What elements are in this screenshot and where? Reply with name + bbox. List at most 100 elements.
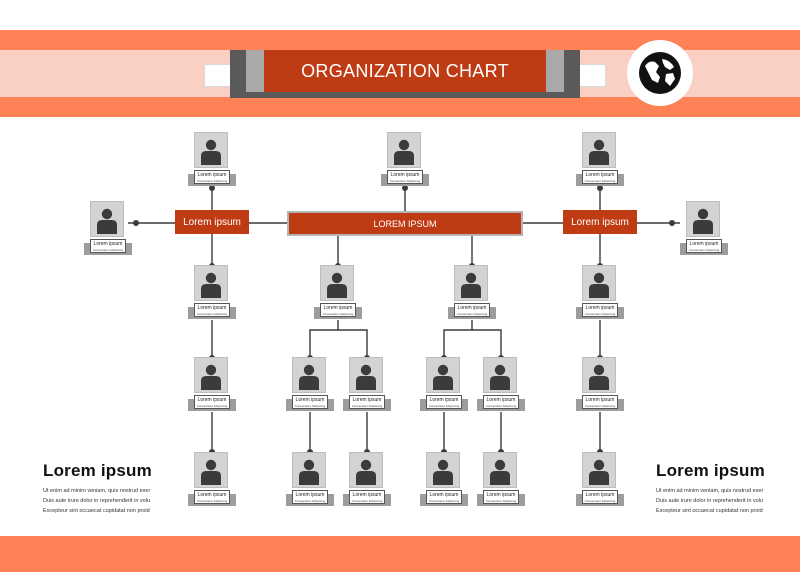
person-silhouette-icon [589, 272, 609, 298]
person-name: Lorem ipsum [352, 492, 382, 498]
person-silhouette-icon [201, 364, 221, 390]
person-name: Lorem ipsum [93, 241, 123, 247]
person-silhouette-icon [356, 459, 376, 485]
person-silhouette-icon [394, 139, 414, 165]
person-label: Lorem ipsum Consectetur Adipiscing [686, 239, 722, 253]
person-label: Lorem ipsum Consectetur Adipiscing [426, 490, 462, 504]
person-name: Lorem ipsum [295, 397, 325, 403]
person-silhouette-icon [589, 459, 609, 485]
person-name: Lorem ipsum [429, 492, 459, 498]
person-silhouette-icon [356, 364, 376, 390]
person-role: Consectetur Adipiscing [584, 179, 616, 183]
person-card: Lorem ipsum Consectetur Adipiscing [420, 357, 468, 417]
footer-band [0, 536, 800, 572]
person-label: Lorem ipsum Consectetur Adipiscing [292, 395, 328, 409]
side-note-left-line: Duis aute irure dolor in reprehenderit i… [43, 498, 151, 504]
person-silhouette-icon [589, 139, 609, 165]
person-label: Lorem ipsum Consectetur Adipiscing [582, 303, 618, 317]
person-role: Consectetur Adipiscing [196, 404, 228, 408]
person-name: Lorem ipsum [585, 172, 615, 178]
title-frame: ORGANIZATION CHART [230, 50, 580, 98]
person-card: Lorem ipsum Consectetur Adipiscing [343, 357, 391, 417]
person-label: Lorem ipsum Consectetur Adipiscing [582, 170, 618, 184]
person-photo [483, 357, 517, 393]
side-note-right-line: Excepteur sint occaecat cupidatat non pr… [656, 508, 763, 514]
person-card: Lorem ipsum Consectetur Adipiscing [680, 201, 728, 261]
person-silhouette-icon [433, 364, 453, 390]
person-photo [686, 201, 720, 237]
person-name: Lorem ipsum [457, 305, 487, 311]
person-card: Lorem ipsum Consectetur Adipiscing [188, 452, 236, 512]
person-name: Lorem ipsum [486, 492, 516, 498]
person-label: Lorem ipsum Consectetur Adipiscing [582, 395, 618, 409]
person-role: Consectetur Adipiscing [196, 179, 228, 183]
person-card: Lorem ipsum Consectetur Adipiscing [576, 452, 624, 512]
person-card: Lorem ipsum Consectetur Adipiscing [188, 265, 236, 325]
globe-icon [639, 52, 681, 94]
header-band-top [0, 30, 800, 50]
person-card: Lorem ipsum Consectetur Adipiscing [477, 357, 525, 417]
person-photo [292, 452, 326, 488]
header-band-bottom [0, 97, 800, 117]
person-silhouette-icon [461, 272, 481, 298]
person-silhouette-icon [201, 459, 221, 485]
person-photo [582, 452, 616, 488]
person-silhouette-icon [97, 208, 117, 234]
page-title: ORGANIZATION CHART [264, 50, 546, 92]
banner-main: LOREM IPSUM [287, 211, 523, 236]
person-photo [387, 132, 421, 168]
person-card: Lorem ipsum Consectetur Adipiscing [314, 265, 362, 325]
person-photo [349, 452, 383, 488]
person-role: Consectetur Adipiscing [389, 179, 421, 183]
person-role: Consectetur Adipiscing [294, 499, 326, 503]
person-role: Consectetur Adipiscing [351, 404, 383, 408]
person-role: Consectetur Adipiscing [584, 312, 616, 316]
person-silhouette-icon [490, 459, 510, 485]
person-name: Lorem ipsum [390, 172, 420, 178]
title-frame-edge-right [546, 50, 564, 92]
person-photo [320, 265, 354, 301]
person-card: Lorem ipsum Consectetur Adipiscing [343, 452, 391, 512]
person-role: Consectetur Adipiscing [351, 499, 383, 503]
person-label: Lorem ipsum Consectetur Adipiscing [194, 395, 230, 409]
person-photo [194, 357, 228, 393]
person-silhouette-icon [490, 364, 510, 390]
person-name: Lorem ipsum [295, 492, 325, 498]
person-card: Lorem ipsum Consectetur Adipiscing [84, 201, 132, 261]
person-name: Lorem ipsum [197, 305, 227, 311]
person-label: Lorem ipsum Consectetur Adipiscing [349, 490, 385, 504]
person-label: Lorem ipsum Consectetur Adipiscing [194, 490, 230, 504]
person-role: Consectetur Adipiscing [196, 499, 228, 503]
person-label: Lorem ipsum Consectetur Adipiscing [426, 395, 462, 409]
title-frame-edge-left [246, 50, 264, 92]
person-label: Lorem ipsum Consectetur Adipiscing [90, 239, 126, 253]
person-name: Lorem ipsum [197, 172, 227, 178]
person-photo [90, 201, 124, 237]
person-card: Lorem ipsum Consectetur Adipiscing [188, 132, 236, 192]
banner-left: Lorem ipsum [175, 210, 249, 234]
person-silhouette-icon [299, 459, 319, 485]
person-photo [582, 357, 616, 393]
person-name: Lorem ipsum [585, 397, 615, 403]
person-card: Lorem ipsum Consectetur Adipiscing [477, 452, 525, 512]
person-photo [582, 132, 616, 168]
person-silhouette-icon [201, 272, 221, 298]
person-photo [194, 132, 228, 168]
person-name: Lorem ipsum [486, 397, 516, 403]
person-label: Lorem ipsum Consectetur Adipiscing [454, 303, 490, 317]
person-card: Lorem ipsum Consectetur Adipiscing [381, 132, 429, 192]
person-silhouette-icon [327, 272, 347, 298]
person-photo [582, 265, 616, 301]
person-role: Consectetur Adipiscing [456, 312, 488, 316]
person-name: Lorem ipsum [429, 397, 459, 403]
person-label: Lorem ipsum Consectetur Adipiscing [320, 303, 356, 317]
person-role: Consectetur Adipiscing [688, 248, 720, 252]
person-label: Lorem ipsum Consectetur Adipiscing [194, 303, 230, 317]
person-label: Lorem ipsum Consectetur Adipiscing [483, 395, 519, 409]
banner-right: Lorem ipsum [563, 210, 637, 234]
person-photo [349, 357, 383, 393]
person-card: Lorem ipsum Consectetur Adipiscing [576, 132, 624, 192]
person-silhouette-icon [299, 364, 319, 390]
person-card: Lorem ipsum Consectetur Adipiscing [188, 357, 236, 417]
person-label: Lorem ipsum Consectetur Adipiscing [194, 170, 230, 184]
